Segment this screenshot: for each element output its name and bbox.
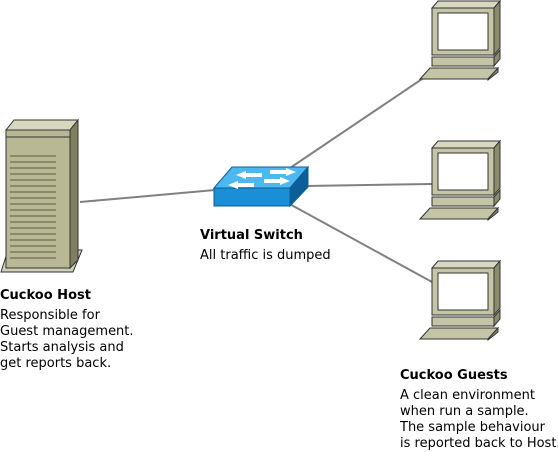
computer-icon-guest-2 — [418, 139, 502, 222]
link-host-switch — [79, 189, 216, 203]
host-description-line: Guest management. — [0, 324, 134, 339]
guests-description-line: when run a sample. — [400, 404, 529, 419]
switch-label: Virtual Switch All traffic is dumped — [200, 228, 331, 264]
link-switch-guest-1 — [289, 76, 426, 169]
computer-icon-guest-3 — [418, 259, 502, 342]
link-switch-guest-3 — [285, 201, 433, 283]
guests-description-line: is reported back to Host. — [400, 436, 558, 451]
guests-description-line: A clean environment — [400, 388, 535, 403]
switch-description-line: All traffic is dumped — [200, 248, 331, 263]
switch-title: Virtual Switch — [200, 228, 303, 243]
link-switch-guest-2 — [305, 183, 433, 187]
guests-label: Cuckoo Guests A clean environment when r… — [400, 368, 558, 452]
switch-icon — [212, 165, 310, 208]
connection-links — [79, 76, 433, 283]
host-title: Cuckoo Host — [0, 288, 91, 303]
guests-title: Cuckoo Guests — [400, 368, 508, 383]
server-icon — [0, 118, 83, 273]
host-description-line: get reports back. — [0, 356, 112, 371]
host-description-line: Responsible for — [0, 308, 100, 323]
computer-icon-guest-1 — [418, 0, 502, 82]
host-label: Cuckoo Host Responsible for Guest manage… — [0, 288, 134, 372]
host-description-line: Starts analysis and — [0, 340, 124, 355]
guests-description-line: The sample behaviour — [400, 420, 546, 435]
